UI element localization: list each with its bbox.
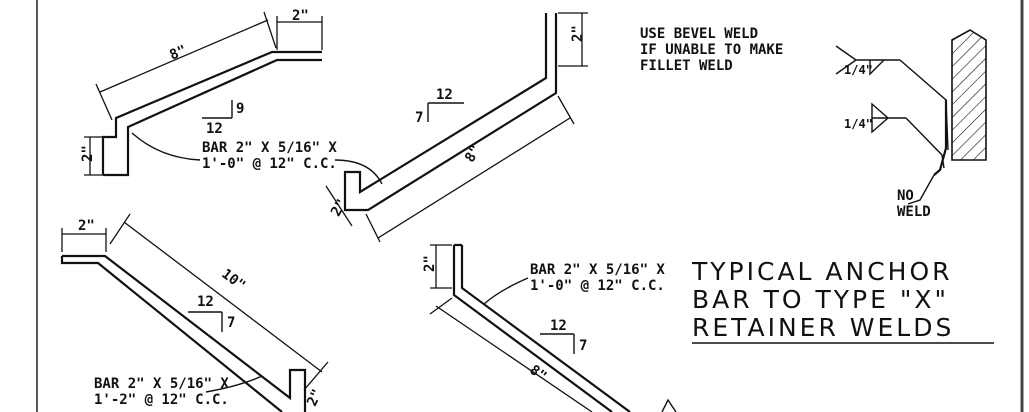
bar-outer-edge: [452, 245, 613, 412]
fillet-weld-symbol: [871, 102, 890, 134]
bar-inner-edge: [460, 245, 631, 412]
dim-line-long: [377, 117, 571, 239]
slope-run-label: 12: [550, 318, 567, 334]
fillet-size-label: 1/4": [844, 117, 873, 131]
title-line1: TYPICAL ANCHOR: [691, 257, 953, 286]
bevel-weld-symbol: [869, 59, 885, 76]
dim-top-label: 2": [570, 25, 586, 42]
bar-inner-edge: [101, 50, 322, 175]
dim-ext: [95, 83, 113, 121]
bar-label-line2: 1'-2" @ 12" C.C.: [94, 392, 229, 408]
detail-bottom-middle: 2" 8" 12 7 BAR 2" X 5/16" X 1'-0" @ 12" …: [422, 243, 677, 412]
dim-long-label: 8": [167, 42, 189, 63]
bevel-size-label: 1/4": [844, 63, 873, 77]
bar-label-line2: 1'-0" @ 12" C.C.: [202, 156, 337, 172]
bevel-note-line2: IF UNABLE TO MAKE: [640, 42, 783, 58]
dim-ext: [109, 213, 131, 245]
title-line2: BAR TO TYPE "X": [692, 285, 949, 314]
dim-top-label: 2": [422, 255, 438, 272]
detail-top-middle: 2" 8" 2" 7 12: [325, 12, 588, 243]
dim-line-long: [435, 305, 593, 412]
no-weld-leader: [907, 174, 935, 205]
slope-rise-label: 7: [227, 315, 235, 331]
bar-inner-edge: [60, 256, 283, 412]
retainer-section-hatch: [951, 29, 987, 161]
bar-outer-edge: [62, 254, 307, 412]
dim-end-label: 2": [304, 387, 326, 409]
slope-rise-label: 7: [579, 338, 587, 354]
title-line3: RETAINER WELDS: [692, 313, 954, 342]
callout-leader: [131, 132, 201, 161]
callout-leader: [483, 277, 529, 305]
dim-ext: [303, 361, 329, 391]
bar-label-line2: 1'-0" @ 12" C.C.: [530, 278, 665, 294]
bar-outline: [343, 13, 558, 212]
dim-long-label: 8": [462, 143, 485, 166]
detail-top-left: 2" 8" 2" 9 12 BAR 2" X 5/16" X 1'-0" @ 1…: [80, 8, 337, 177]
dim-line-end: [325, 185, 353, 227]
bevel-arrow-tail: [835, 59, 857, 75]
slope-rise-label: 9: [236, 101, 244, 117]
dim-long-label: 10": [218, 266, 248, 294]
dim-ext: [365, 213, 381, 243]
bar-outer-edge: [103, 58, 322, 177]
bevel-note-line3: FILLET WELD: [640, 58, 733, 74]
slope-run-label: 12: [206, 121, 223, 137]
bevel-arrow-tail: [835, 45, 857, 61]
detail-bottom-left: 2" 10" 2" 12 7 BAR 2" X 5/16" X 1'-2" @ …: [60, 213, 329, 412]
anchor-bar-section: [933, 100, 948, 176]
no-weld-line2: WELD: [897, 204, 931, 220]
dim-ext: [263, 11, 277, 49]
slope-run-label: 12: [197, 294, 214, 310]
no-weld-line1: NO: [897, 188, 914, 204]
callout-leader: [334, 159, 383, 185]
detail-weld: USE BEVEL WELD IF UNABLE TO MAKE FILLET …: [640, 26, 987, 220]
dim-ext: [557, 95, 575, 125]
dim-top-label: 2": [292, 8, 309, 24]
callout-leader: [205, 375, 263, 393]
drawing-title: TYPICAL ANCHOR BAR TO TYPE "X" RETAINER …: [691, 257, 994, 344]
dim-top-label: 2": [78, 218, 95, 234]
dim-end-label: 2": [80, 145, 96, 162]
slope-rise-label: 7: [415, 110, 423, 126]
bar-label-line1: BAR 2" X 5/16" X: [202, 140, 337, 156]
bar-end-partial: [661, 398, 677, 412]
dim-line-long: [123, 221, 323, 373]
dim-line-long: [99, 19, 269, 93]
bar-label-line1: BAR 2" X 5/16" X: [94, 376, 229, 392]
dim-end-label: 2": [328, 197, 350, 220]
bevel-note-line1: USE BEVEL WELD: [640, 26, 758, 42]
bar-label-line1: BAR 2" X 5/16" X: [530, 262, 665, 278]
fillet-leader: [905, 117, 945, 169]
dim-ext: [429, 297, 453, 315]
slope-run-label: 12: [436, 87, 453, 103]
